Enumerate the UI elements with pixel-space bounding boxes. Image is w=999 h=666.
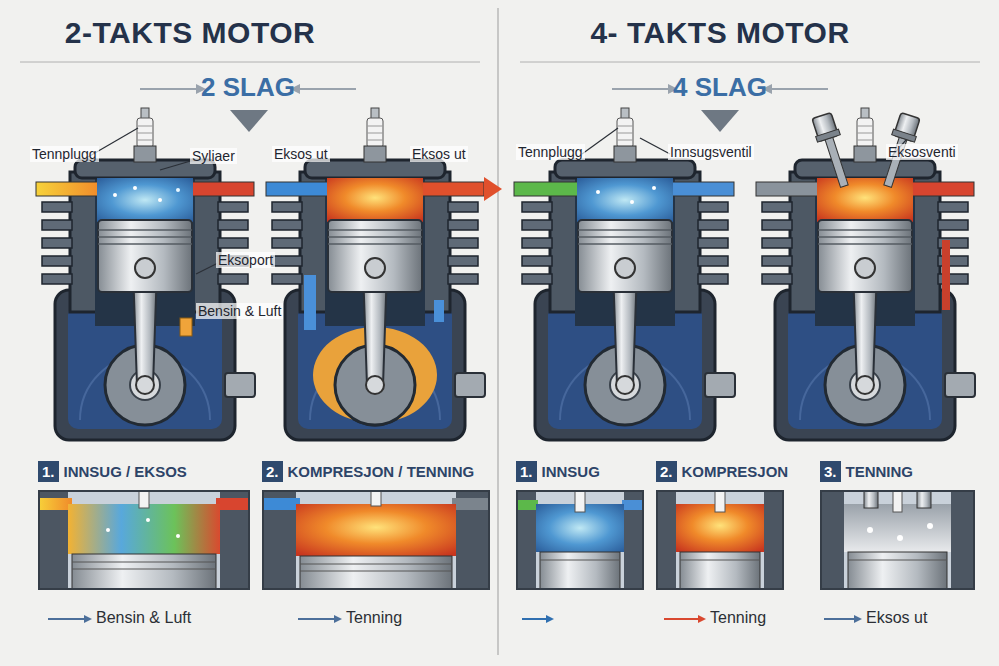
step-title: INNSUG bbox=[542, 463, 600, 480]
panel-heading: 1. INNSUG bbox=[516, 461, 600, 482]
panel-heading: 3. TENNING bbox=[820, 461, 913, 482]
panel-heading: 2. KOMPRESJON / TENNING bbox=[262, 461, 474, 482]
part-label: Bensin & Luft bbox=[196, 303, 283, 319]
stroke-panel: 2.KOMPRESJON bbox=[656, 490, 784, 590]
part-label: Eksos ut bbox=[272, 146, 330, 162]
step-number: 2. bbox=[656, 461, 677, 482]
stroke-panel: 1.INNSUG / EKSOS bbox=[38, 490, 250, 590]
header-decoration bbox=[20, 8, 980, 655]
step-number: 1. bbox=[516, 461, 537, 482]
part-label: Innsugsventil bbox=[668, 144, 754, 160]
engine-section: 2-TAKTS MOTOR 2 SLAG 1. INNSUG / EKSOS 2. KOM… bbox=[0, 0, 498, 666]
stroke-count-banner: 2 SLAG bbox=[158, 72, 338, 103]
section-title: 4- TAKTS MOTOR bbox=[500, 16, 940, 50]
engine-section: 4- TAKTS MOTOR 4 SLAG 1. INNSUG 2. KOMPRESJON… bbox=[500, 0, 999, 666]
step-number: 1. bbox=[38, 461, 59, 482]
part-label: Syliaer bbox=[190, 148, 237, 164]
stroke-count-banner: 4 SLAG bbox=[630, 72, 810, 103]
panel-illustration-1 bbox=[38, 490, 250, 590]
step-title: INNSUG / EKSOS bbox=[64, 463, 187, 480]
step-title: TENNING bbox=[846, 463, 914, 480]
panel-illustration-2 bbox=[262, 490, 490, 590]
step-number: 2. bbox=[262, 461, 283, 482]
two-stroke-engine-2 bbox=[266, 108, 502, 440]
step-caption: Tenning bbox=[346, 609, 402, 627]
part-label: Tennplugg bbox=[516, 144, 585, 160]
step-caption: Bensin & Luft bbox=[96, 609, 191, 627]
step-caption: Tenning bbox=[710, 609, 766, 627]
panel-illustration-4 bbox=[656, 490, 784, 590]
step-caption: Eksos ut bbox=[866, 609, 927, 627]
panel-illustration-5 bbox=[820, 490, 975, 590]
step-number: 3. bbox=[820, 461, 841, 482]
panel-illustration-3 bbox=[516, 490, 644, 590]
panel-heading: 1. INNSUG / EKSOS bbox=[38, 461, 187, 482]
stroke-panel: 2.KOMPRESJON / TENNING bbox=[262, 490, 490, 590]
leader-lines bbox=[88, 128, 906, 274]
panel-heading: 2. KOMPRESJON bbox=[656, 461, 788, 482]
part-label: Eksosventi bbox=[886, 144, 958, 160]
stroke-panel: 1.INNSUG bbox=[516, 490, 644, 590]
part-label: Tennplugg bbox=[30, 146, 99, 162]
step-title: KOMPRESJON / TENNING bbox=[288, 463, 475, 480]
part-label: Eksos ut bbox=[410, 146, 468, 162]
four-stroke-engine-2 bbox=[756, 108, 975, 440]
stroke-panel: 3.TENNING bbox=[820, 490, 975, 590]
step-title: KOMPRESJON bbox=[682, 463, 789, 480]
part-label: Eksoport bbox=[216, 252, 275, 268]
section-title: 2-TAKTS MOTOR bbox=[0, 16, 410, 50]
